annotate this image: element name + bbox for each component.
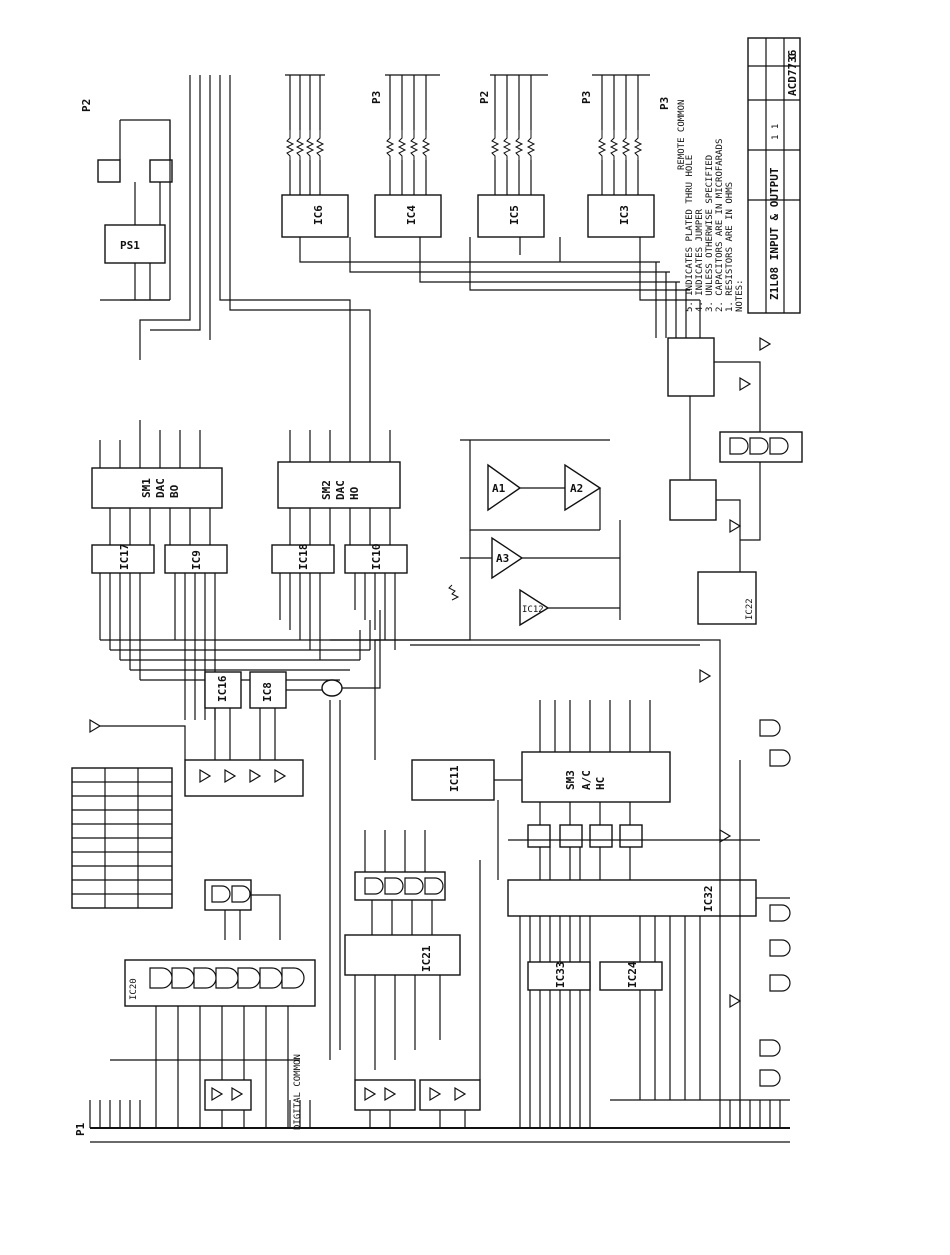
digital-common-label: DIGITAL COMMON	[293, 1054, 303, 1130]
connector-p2-label-b: P2	[478, 91, 491, 104]
chip-label: SM2	[320, 480, 333, 500]
title-block: Z1L08 INPUT & OUTPUT ACD7736 C 1 1	[747, 37, 801, 314]
chip-label: A2	[570, 482, 583, 495]
chip-label: IC11	[448, 765, 461, 792]
title-block-rev: C	[786, 53, 799, 60]
chip-label: IC21	[420, 945, 433, 972]
power-supply-section: PS1	[97, 119, 173, 301]
chip-sub-label: A/C	[580, 770, 593, 790]
chip-sub-label: DAC	[154, 478, 167, 498]
note-line: NOTES:	[735, 279, 745, 312]
chip-label: IC6	[312, 205, 325, 225]
selector-chips: IC16 IC8	[204, 640, 381, 760]
connector-p3-label-b: P3	[580, 91, 593, 104]
chip-label: IC18	[297, 544, 310, 571]
note-line: 4. INDICATES JUMPER	[695, 208, 705, 312]
chip-label: IC8	[261, 682, 274, 702]
remote-common-label: REMOTE COMMON	[677, 100, 687, 170]
connector-p1-label: P1	[74, 1122, 87, 1136]
chip-label: IC17	[118, 544, 131, 571]
adc-section: IC11 SM3 A/C HC	[411, 700, 671, 880]
relay-block: IC22	[655, 262, 803, 625]
chip-label: IC9	[190, 550, 203, 570]
note-line: 5. INDICATES PLATED THRU HOLE	[685, 155, 695, 312]
chip-sub-label: HO	[348, 486, 361, 500]
chip-label: IC22	[745, 598, 755, 620]
chip-label: SM3	[564, 770, 577, 790]
chip-label: IC24	[626, 961, 639, 988]
note-line: 3. UNLESS OTHERWISE SPECIFIED	[705, 155, 715, 312]
title-block-title: Z1L08 INPUT & OUTPUT	[768, 167, 781, 300]
chip-sub-label: HC	[594, 777, 607, 790]
chip-label: IC32	[702, 886, 715, 913]
chip-label: PS1	[120, 239, 140, 252]
jumper-table	[71, 767, 173, 909]
top-ic-row: IC6 IC4 IC5 IC3	[281, 75, 700, 301]
connector-p3-label-c: P3	[658, 97, 671, 110]
pio-section: IC32 IC33 IC24	[507, 879, 790, 1128]
opamp-section: A1 A2 A3 IC12	[374, 439, 621, 760]
chip-label: IC33	[554, 962, 567, 989]
note-line: 1. RESISTORS ARE IN OHMS	[725, 182, 735, 312]
note-line: 2. CAPACITORS ARE IN MICROFARADS	[715, 139, 725, 312]
connector-p3-label: P3	[370, 91, 383, 104]
title-block-sheet: 1 1	[771, 124, 781, 140]
buffer-row	[89, 718, 304, 797]
chip-label: IC4	[405, 205, 418, 225]
chip-label: IC5	[508, 205, 521, 225]
dac-modules: SM1 DAC BO SM2 DAC HO	[91, 420, 401, 545]
notes-block: NOTES: 1. RESISTORS ARE IN OHMS 2. CAPAC…	[685, 139, 745, 312]
chip-label: IC3	[618, 205, 631, 225]
chip-label: SM1	[140, 478, 153, 498]
centre-logic: IC21	[344, 830, 481, 1128]
connector-p2-label: P2	[80, 99, 93, 112]
chip-label: IC10	[370, 544, 383, 571]
chip-label: IC20	[129, 978, 139, 1000]
chip-sub-label: BO	[168, 484, 181, 498]
title-block-doc-number: ACD7736	[786, 49, 799, 96]
chip-label: A1	[492, 482, 506, 495]
chip-label: IC12	[522, 605, 544, 615]
gate-pair	[204, 879, 281, 940]
chip-sub-label: DAC	[334, 480, 347, 500]
right-gates	[699, 668, 791, 1128]
chip-label: IC16	[216, 675, 229, 702]
chip-label: A3	[496, 552, 509, 565]
